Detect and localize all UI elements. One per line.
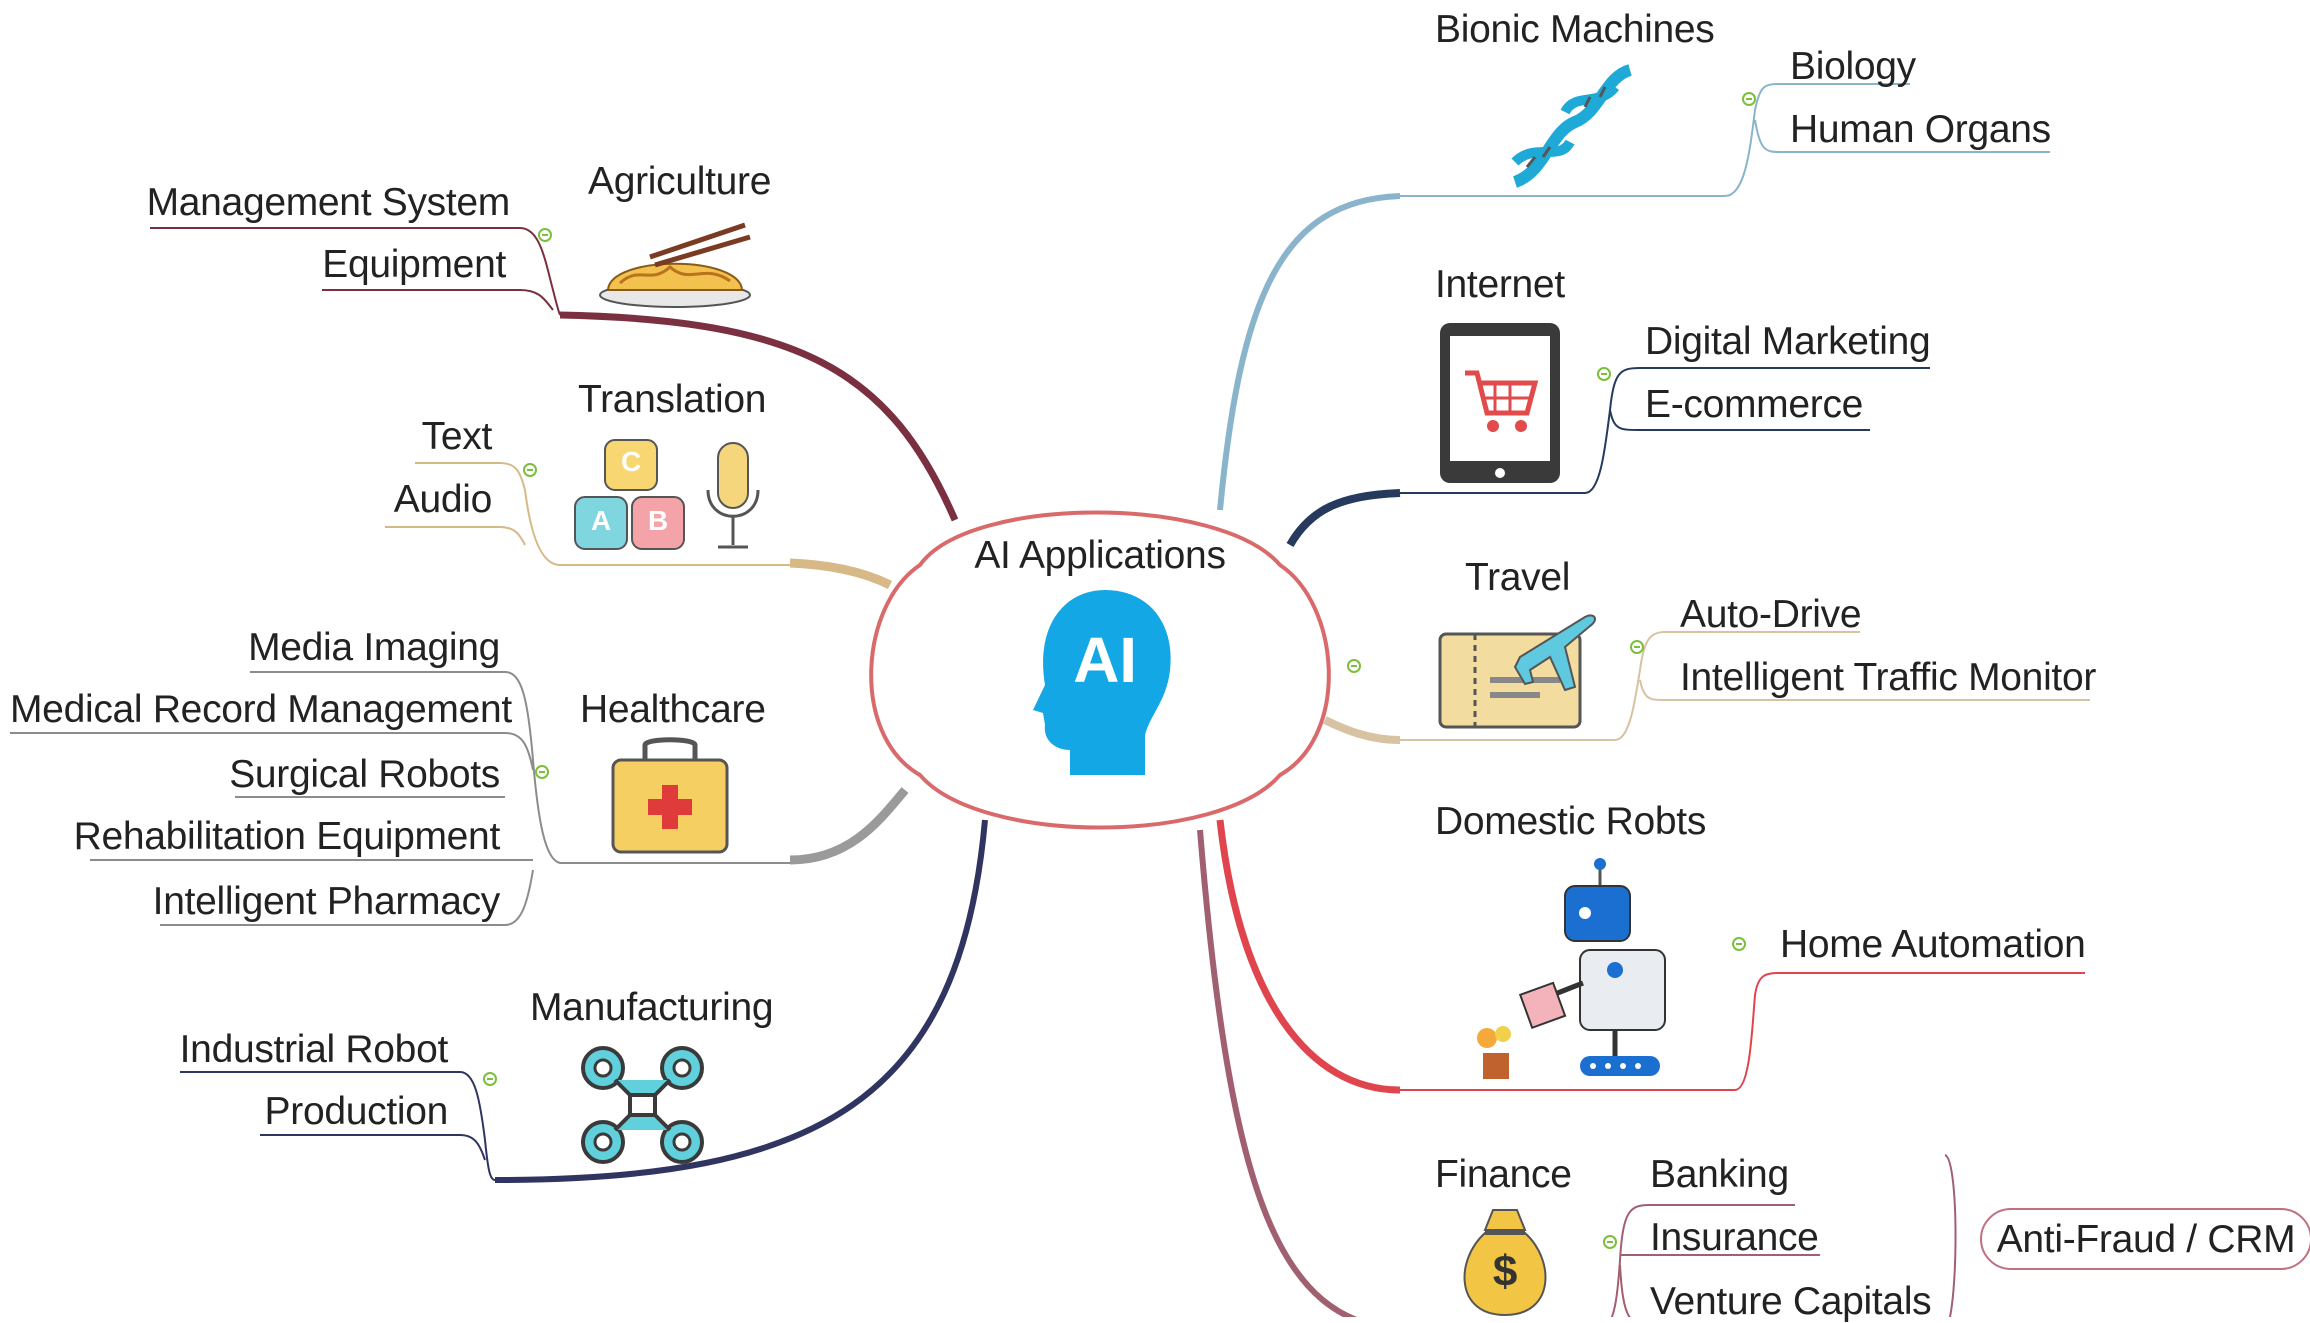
healthcare-item-intelligent-pharmacy: Intelligent Pharmacy bbox=[152, 880, 501, 923]
ai-head-icon bbox=[1033, 590, 1171, 775]
agriculture-collapse-toggle[interactable] bbox=[538, 228, 552, 242]
block-a-letter: A bbox=[591, 505, 611, 536]
translation-item-audio: Audio bbox=[393, 478, 493, 521]
travel-item-auto-drive: Auto-Drive bbox=[1680, 593, 1862, 636]
domestic-branch-line bbox=[1216, 819, 1401, 1094]
central-topic-title: AI Applications bbox=[974, 534, 1226, 577]
alphabet-blocks-icon bbox=[574, 439, 760, 550]
block-b-letter: B bbox=[648, 505, 668, 536]
healthcare-collapse-toggle[interactable] bbox=[535, 765, 549, 779]
healthcare-branch-line bbox=[789, 787, 909, 865]
agriculture-branch-line bbox=[559, 311, 959, 522]
dna-icon bbox=[1511, 64, 1633, 188]
dollar-sign: $ bbox=[1492, 1247, 1518, 1296]
translation-branch-line bbox=[789, 558, 893, 590]
translation-collapse-toggle[interactable] bbox=[523, 463, 537, 477]
agriculture-item-equipment: Equipment bbox=[322, 243, 506, 286]
finance-item-banking: Banking bbox=[1650, 1153, 1789, 1196]
plane-ticket-icon bbox=[1438, 614, 1596, 729]
tablet-cart-icon bbox=[1440, 323, 1560, 483]
internet-title: Internet bbox=[1435, 263, 1565, 306]
noodles-icon bbox=[599, 222, 751, 308]
first-aid-kit-icon bbox=[611, 737, 729, 854]
internet-item-e-commerce: E-commerce bbox=[1645, 383, 1864, 426]
bionic-branch-line bbox=[1217, 193, 1401, 511]
travel-title: Travel bbox=[1465, 556, 1571, 599]
finance-summary-label: Anti-Fraud / CRM bbox=[1996, 1218, 2296, 1261]
agriculture-item-management-system: Management System bbox=[146, 181, 511, 224]
healthcare-item-rehabilitation-equipment: Rehabilitation Equipment bbox=[73, 815, 501, 858]
healthcare-item-media-imaging: Media Imaging bbox=[248, 626, 500, 669]
healthcare-title: Healthcare bbox=[580, 688, 766, 731]
travel-branch-line bbox=[1323, 716, 1401, 744]
bionic-title: Bionic Machines bbox=[1435, 8, 1715, 51]
domestic-item-home-automation: Home Automation bbox=[1780, 923, 2086, 966]
internet-collapse-toggle[interactable] bbox=[1597, 367, 1611, 381]
ai-badge-text: AI bbox=[1073, 624, 1137, 696]
finance-summary-box bbox=[1980, 1208, 2310, 1270]
manufacturing-item-production: Production bbox=[264, 1090, 449, 1133]
manufacturing-collapse-toggle[interactable] bbox=[483, 1072, 497, 1086]
manufacturing-branch-line bbox=[494, 819, 988, 1183]
bionic-item-human-organs: Human Organs bbox=[1790, 108, 2051, 151]
manufacturing-item-industrial-robot: Industrial Robot bbox=[179, 1028, 449, 1071]
healthcare-item-medical-record-management: Medical Record Management bbox=[10, 688, 512, 731]
translation-item-text: Text bbox=[421, 415, 493, 458]
bionic-item-biology: Biology bbox=[1790, 45, 1916, 88]
travel-item-intelligent-traffic-monitor: Intelligent Traffic Monitor bbox=[1680, 656, 2097, 699]
internet-item-digital-marketing: Digital Marketing bbox=[1645, 320, 1931, 363]
bionic-collapse-toggle[interactable] bbox=[1742, 92, 1756, 106]
finance-collapse-toggle[interactable] bbox=[1603, 1235, 1617, 1249]
domestic-collapse-toggle[interactable] bbox=[1732, 937, 1746, 951]
finance-branch-line bbox=[1197, 829, 1358, 1317]
translation-title: Translation bbox=[578, 378, 767, 421]
drone-icon bbox=[581, 1046, 704, 1164]
robot-icon bbox=[1477, 858, 1666, 1079]
block-c-letter: C bbox=[621, 446, 641, 477]
finance-title: Finance bbox=[1435, 1153, 1572, 1196]
center-collapse-toggle[interactable] bbox=[1347, 659, 1361, 673]
domestic-title: Domestic Robts bbox=[1435, 800, 1707, 843]
finance-item-venture-capitals: Venture Capitals bbox=[1650, 1280, 1932, 1323]
manufacturing-title: Manufacturing bbox=[530, 986, 774, 1029]
agriculture-title: Agriculture bbox=[588, 160, 772, 203]
finance-item-insurance: Insurance bbox=[1650, 1216, 1819, 1259]
travel-collapse-toggle[interactable] bbox=[1630, 640, 1644, 654]
money-bag-icon bbox=[1463, 1209, 1547, 1317]
internet-branch-line bbox=[1286, 489, 1401, 548]
healthcare-item-surgical-robots: Surgical Robots bbox=[229, 753, 500, 796]
